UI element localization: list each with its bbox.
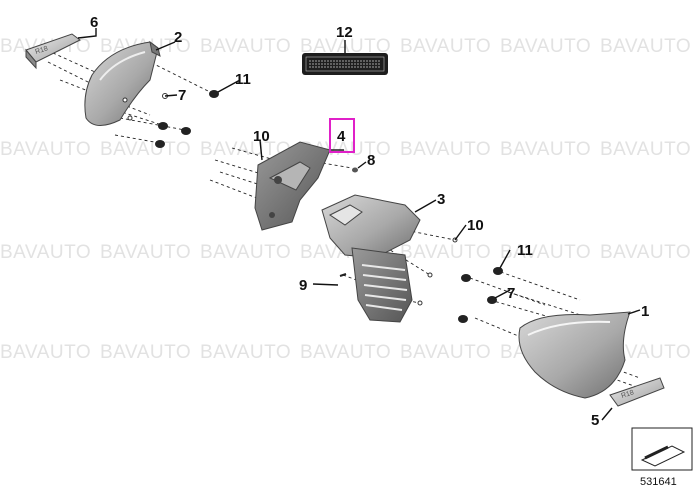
callout-11b: 11 (517, 242, 533, 259)
part-3-cover (321, 194, 421, 259)
part-9-ribbed-block (339, 247, 413, 323)
callout-10a: 10 (253, 128, 270, 145)
watermark-text: BAVAUTO (600, 139, 691, 160)
callout-4: 4 (337, 128, 346, 145)
upper-fasteners (122, 90, 219, 148)
part-4-bracket (254, 141, 358, 231)
part-1-cover (518, 311, 631, 399)
callout-7a: 7 (178, 87, 186, 104)
part-2-cover (84, 40, 161, 126)
part-12-label (302, 53, 388, 75)
callout-2: 2 (174, 29, 182, 46)
watermark-text: BAVAUTO (500, 242, 591, 263)
watermark-text: BAVAUTO (500, 36, 591, 57)
reference-number: 531641 (640, 476, 677, 488)
watermark-text: BAVAUTO (400, 242, 491, 263)
reference-icon: 531641 (631, 427, 693, 488)
watermark-text: BAVAUTO (100, 139, 191, 160)
callout-5: 5 (591, 412, 599, 429)
callout-6: 6 (90, 14, 98, 31)
callout-11a: 11 (235, 71, 251, 88)
callout-12: 12 (336, 24, 353, 41)
watermark-text: BAVAUTO (100, 342, 191, 363)
watermark-text: BAVAUTO (200, 342, 291, 363)
watermark-text: BAVAUTO (0, 242, 91, 263)
watermark-text: BAVAUTO (400, 139, 491, 160)
watermark-text: BAVAUTO (400, 36, 491, 57)
callout-10b: 10 (467, 217, 484, 234)
watermark-text: BAVAUTO (300, 342, 391, 363)
watermark-text: BAVAUTO (400, 342, 491, 363)
watermark-text: BAVAUTO (200, 242, 291, 263)
watermark-text: BAVAUTO (0, 139, 91, 160)
callout-3: 3 (437, 191, 445, 208)
part-6-bracket: R18 (25, 33, 81, 70)
callout-1: 1 (641, 303, 649, 320)
watermark-text: BAVAUTO (600, 242, 691, 263)
svg-text:R18: R18 (620, 389, 634, 400)
svg-text:R18: R18 (34, 45, 48, 56)
part-5-emblem: R18 (609, 377, 665, 407)
watermark-text: BAVAUTO (600, 36, 691, 57)
callout-leaders (77, 28, 641, 421)
watermark-text: BAVAUTO (100, 242, 191, 263)
callout-labels: 6 2 11 7 12 10 4 8 3 10 9 11 7 1 5 (90, 14, 649, 429)
callout-9: 9 (299, 277, 307, 294)
lower-fasteners (417, 237, 503, 323)
watermark-text: BAVAUTO (0, 342, 91, 363)
watermark-text: BAVAUTO (200, 36, 291, 57)
callout-8: 8 (367, 152, 375, 169)
highlight-box (329, 118, 355, 153)
watermark-text: BAVAUTO (500, 139, 591, 160)
callout-7b: 7 (507, 285, 515, 302)
watermark-text: BAVAUTO (200, 139, 291, 160)
